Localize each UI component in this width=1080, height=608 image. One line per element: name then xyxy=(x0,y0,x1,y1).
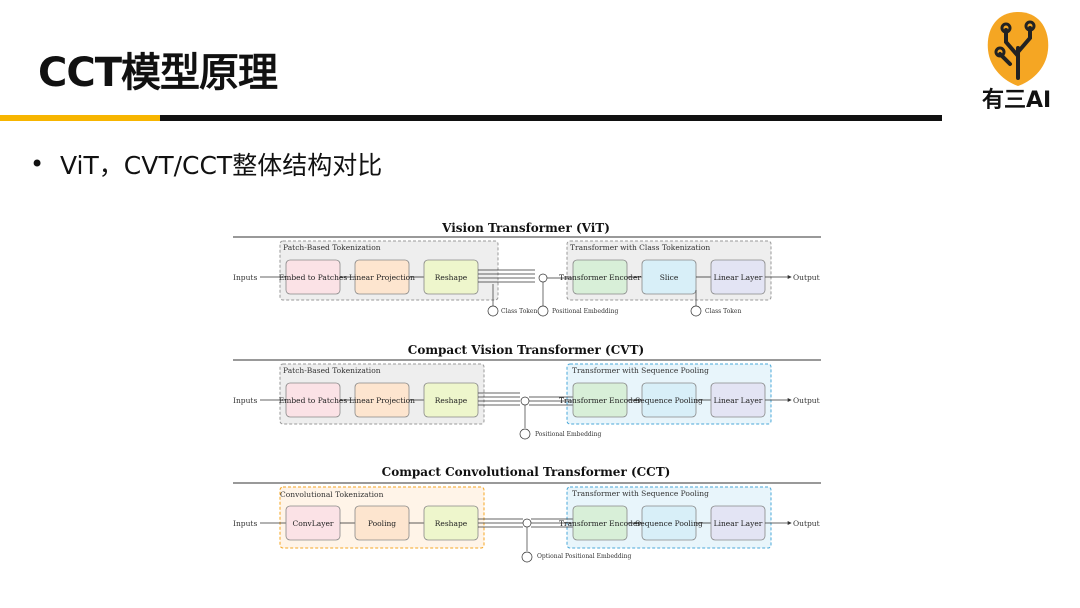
cvt-group2-label: Transformer with Sequence Pooling xyxy=(572,366,709,375)
bullet-text: ViT，CVT/CCT整体结构对比 xyxy=(60,151,383,180)
cvt-block-seqpool-label: Sequence Pooling xyxy=(635,396,703,405)
vit-block-linear-layer-label: Linear Layer xyxy=(714,273,763,282)
cvt-block-embed-label: Embed to Patches xyxy=(279,396,348,405)
cvt-output-label: Output xyxy=(793,396,820,405)
vit-block-reshape-label: Reshape xyxy=(435,273,468,282)
cct-output-label: Output xyxy=(793,519,820,528)
cct-token1-label: Optional Positional Embedding xyxy=(537,553,632,560)
vit-input-label: Inputs xyxy=(233,273,257,282)
cct-section: Compact Convolutional Transformer (CCT) … xyxy=(233,465,821,563)
positional-embedding-icon xyxy=(537,305,549,317)
bullet-dot: • xyxy=(30,150,45,178)
vit-group2-label: Transformer with Class Tokenization xyxy=(570,243,710,252)
cvt-block-linear-layer-label: Linear Layer xyxy=(714,396,763,405)
cct-group1-label: Convolutional Tokenization xyxy=(280,490,384,499)
vit-token3-label: Class Token xyxy=(705,308,741,315)
cvt-block-reshape-label: Reshape xyxy=(435,396,468,405)
cvt-group1-label: Patch-Based Tokenization xyxy=(283,366,381,375)
cct-block-reshape-label: Reshape xyxy=(435,519,468,528)
vit-block-slice-label: Slice xyxy=(660,273,679,282)
cct-positional-embedding-icon xyxy=(521,551,533,563)
vit-group1-label: Patch-Based Tokenization xyxy=(283,243,381,252)
vit-block-linear-projection-label: Linear Projection xyxy=(349,273,415,282)
title-underline xyxy=(160,115,942,121)
vit-block-reshape xyxy=(423,259,479,295)
vit-block-embed-label: Embed to Patches xyxy=(279,273,348,282)
cvt-block-linear-projection-label: Linear Projection xyxy=(349,396,415,405)
cvt-section: Compact Vision Transformer (CVT) Patch-B… xyxy=(233,343,821,440)
cvt-block-reshape xyxy=(423,382,479,418)
vit-block-encoder-label: Transformer Encoder xyxy=(559,273,641,282)
cct-block-encoder-label: Transformer Encoder xyxy=(559,519,641,528)
cvt-title: Compact Vision Transformer (CVT) xyxy=(408,343,644,357)
cct-title: Compact Convolutional Transformer (CCT) xyxy=(382,465,671,479)
class-token-icon-2 xyxy=(690,305,702,317)
vit-title: Vision Transformer (ViT) xyxy=(441,221,610,235)
cvt-input-label: Inputs xyxy=(233,396,257,405)
vit-token1-label: Class Token xyxy=(501,308,537,315)
cct-block-seqpool-label: Sequence Pooling xyxy=(635,519,703,528)
slide-title: CCT模型原理 xyxy=(38,50,278,96)
cvt-block-encoder-label: Transformer Encoder xyxy=(559,396,641,405)
architecture-diagram: Vision Transformer (ViT) Patch-Based Tok… xyxy=(233,221,821,563)
cvt-token1-label: Positional Embedding xyxy=(535,431,602,438)
cct-block-convlayer-label: ConvLayer xyxy=(292,519,333,528)
logo-text: 有三AI xyxy=(982,88,1052,113)
cvt-positional-embedding-icon xyxy=(519,428,531,440)
logo-icon xyxy=(987,12,1049,86)
cct-group2-label: Transformer with Sequence Pooling xyxy=(572,489,709,498)
cct-input-label: Inputs xyxy=(233,519,257,528)
title-underline-accent xyxy=(0,115,160,121)
cct-block-pooling-label: Pooling xyxy=(368,519,396,528)
vit-section: Vision Transformer (ViT) Patch-Based Tok… xyxy=(233,221,821,317)
class-token-icon xyxy=(487,305,499,317)
vit-output-label: Output xyxy=(793,273,820,282)
cct-block-linear-layer-label: Linear Layer xyxy=(714,519,763,528)
vit-token2-label: Positional Embedding xyxy=(552,308,619,315)
